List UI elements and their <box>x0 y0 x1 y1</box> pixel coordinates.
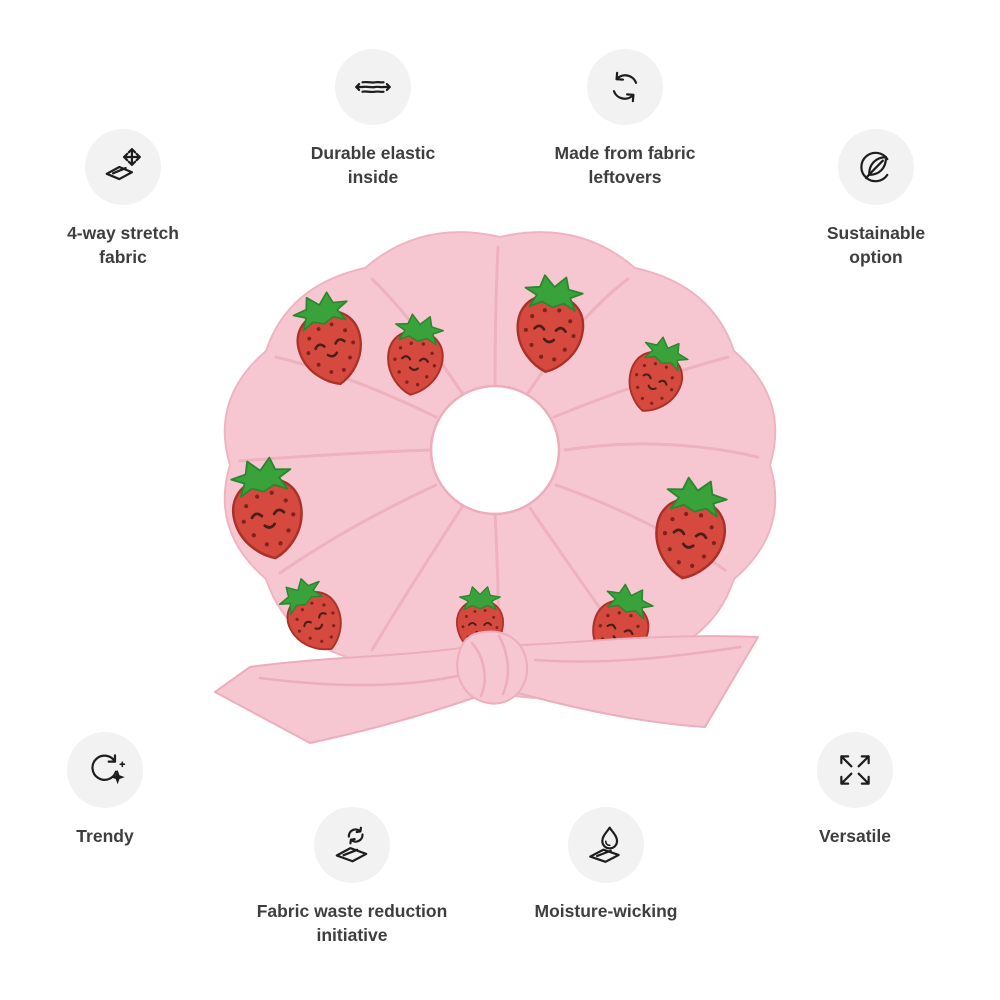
water-droplet-fabric-icon <box>568 807 644 883</box>
feature-trendy: Trendy <box>35 732 175 848</box>
bow-tail-right <box>517 635 759 728</box>
expand-arrows-icon <box>817 732 893 808</box>
fabric-stretch-icon <box>85 129 161 205</box>
elastic-stretch-icon <box>335 49 411 125</box>
feature-label: Moisture-wicking <box>534 901 678 921</box>
feature-label: Fabric waste reduction initiative <box>256 901 448 946</box>
trend-sparkle-icon <box>67 732 143 808</box>
feature-sustainable: Sustainable option <box>811 129 941 269</box>
feature-label: Sustainable option <box>826 223 926 268</box>
feature-4-way-stretch: 4-way stretch fabric <box>53 129 193 269</box>
recycling-arrows-icon <box>587 49 663 125</box>
feature-waste-reduction: Fabric waste reduction initiative <box>237 807 467 947</box>
bow <box>214 630 759 744</box>
fabric-recycle-icon <box>314 807 390 883</box>
feature-label: 4-way stretch fabric <box>67 223 179 268</box>
bow-knot <box>456 630 529 705</box>
feature-fabric-leftovers: Made from fabric leftovers <box>540 49 710 189</box>
product-image-scrunchie <box>214 231 777 744</box>
feature-label: Trendy <box>76 826 134 846</box>
feature-moisture-wicking: Moisture-wicking <box>501 807 711 923</box>
leaf-icon <box>838 129 914 205</box>
feature-versatile: Versatile <box>785 732 925 848</box>
bow-tail-left <box>214 646 477 744</box>
feature-label: Versatile <box>819 826 891 846</box>
feature-label: Durable elastic inside <box>310 143 436 188</box>
feature-label: Made from fabric leftovers <box>554 143 696 188</box>
feature-durable-elastic: Durable elastic inside <box>293 49 453 189</box>
